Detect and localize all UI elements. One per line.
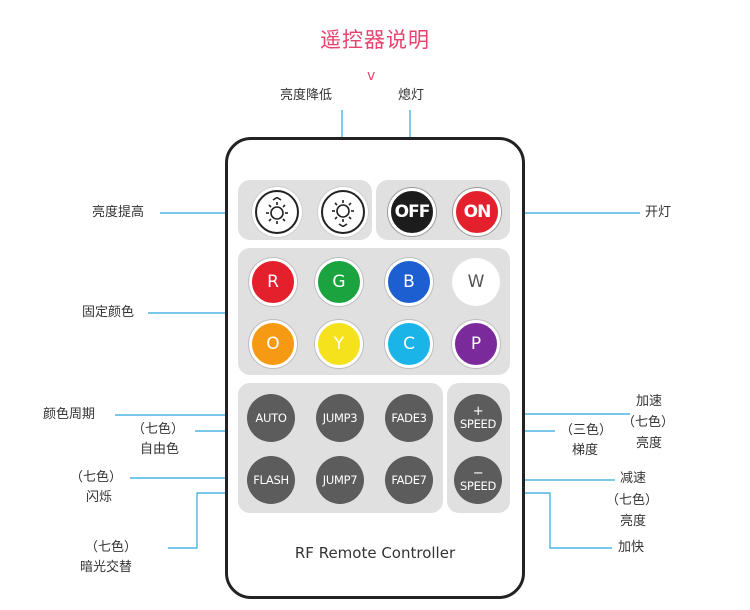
flash-button[interactable]: FLASH	[247, 456, 295, 504]
label-three-gradient-1: （三色）	[560, 423, 613, 438]
label-seven-flash-2: 闪烁	[86, 490, 113, 505]
label-slow-down-1: 减速	[620, 471, 647, 486]
color-label: R	[267, 272, 279, 292]
label-lights-on: 开灯	[645, 205, 672, 220]
jump3-label: JUMP3	[322, 411, 358, 425]
flash-label: FLASH	[253, 473, 289, 487]
color-button-green[interactable]: G	[315, 258, 363, 306]
off-button[interactable]: OFF	[388, 188, 436, 236]
jump7-label: JUMP7	[322, 473, 358, 487]
auto-button[interactable]: AUTO	[247, 394, 295, 442]
color-label: Y	[333, 334, 345, 354]
color-button-blue[interactable]: B	[385, 258, 433, 306]
jump3-button[interactable]: JUMP3	[316, 394, 364, 442]
on-button[interactable]: ON	[453, 188, 501, 236]
speed-up-button[interactable]: + SPEED	[454, 394, 502, 442]
label-seven-flash-1: （七色）	[70, 470, 123, 485]
label-brightness-up: 亮度提高	[92, 205, 145, 220]
label-seven-fade-1: （七色）	[85, 540, 138, 555]
sun-up-icon	[266, 197, 288, 224]
page-title: 遥控器说明	[320, 28, 430, 52]
color-label: G	[332, 272, 346, 292]
color-label: C	[403, 334, 415, 354]
chevron-down-icon: v	[367, 68, 376, 84]
fade3-label: FADE3	[391, 411, 427, 425]
label-slow-down-3: 亮度	[620, 514, 647, 529]
label-speed-up-1: 加速	[636, 394, 663, 409]
minus-icon: −	[472, 466, 484, 481]
sun-down-icon	[332, 200, 354, 227]
brightness-down-button[interactable]	[321, 190, 365, 234]
color-button-yellow[interactable]: Y	[315, 320, 363, 368]
label-fixed-color: 固定颜色	[82, 305, 135, 320]
color-label: O	[266, 334, 280, 354]
off-label: OFF	[394, 202, 431, 222]
label-slow-down-2: （七色）	[606, 493, 659, 508]
label-speed-up-3: 亮度	[636, 436, 663, 451]
speed-label: SPEED	[459, 479, 497, 493]
fade7-label: FADE7	[391, 473, 427, 487]
speed-label: SPEED	[459, 417, 497, 431]
color-button-cyan[interactable]: C	[385, 320, 433, 368]
label-three-gradient-2: 梯度	[572, 443, 599, 458]
label-seven-free-1: （七色）	[132, 422, 185, 437]
fade3-button[interactable]: FADE3	[385, 394, 433, 442]
color-button-red[interactable]: R	[249, 258, 297, 306]
auto-label: AUTO	[255, 411, 287, 425]
label-speed-up-2: （七色）	[622, 415, 675, 430]
plus-icon: +	[472, 404, 484, 419]
on-label: ON	[463, 202, 492, 222]
color-label: B	[403, 272, 415, 292]
color-label: P	[470, 334, 482, 354]
jump7-button[interactable]: JUMP7	[316, 456, 364, 504]
color-label: W	[467, 272, 485, 292]
label-brightness-down: 亮度降低	[280, 88, 333, 103]
color-button-purple[interactable]: P	[452, 320, 500, 368]
speed-down-button[interactable]: − SPEED	[454, 456, 502, 504]
remote-controller: OFF ON R G B W O Y C P AUTO JUMP3 FADE3 …	[225, 137, 525, 599]
brightness-up-button[interactable]	[255, 190, 299, 234]
label-seven-free-2: 自由色	[140, 442, 180, 457]
color-button-white[interactable]: W	[452, 258, 500, 306]
label-lights-off: 熄灯	[398, 88, 425, 103]
model-label: RF Remote Controller	[294, 544, 456, 562]
label-seven-fade-2: 暗光交替	[80, 560, 133, 575]
color-button-orange[interactable]: O	[249, 320, 297, 368]
label-color-cycle: 颜色周期	[43, 407, 96, 422]
fade7-button[interactable]: FADE7	[385, 456, 433, 504]
label-faster: 加快	[618, 540, 645, 555]
